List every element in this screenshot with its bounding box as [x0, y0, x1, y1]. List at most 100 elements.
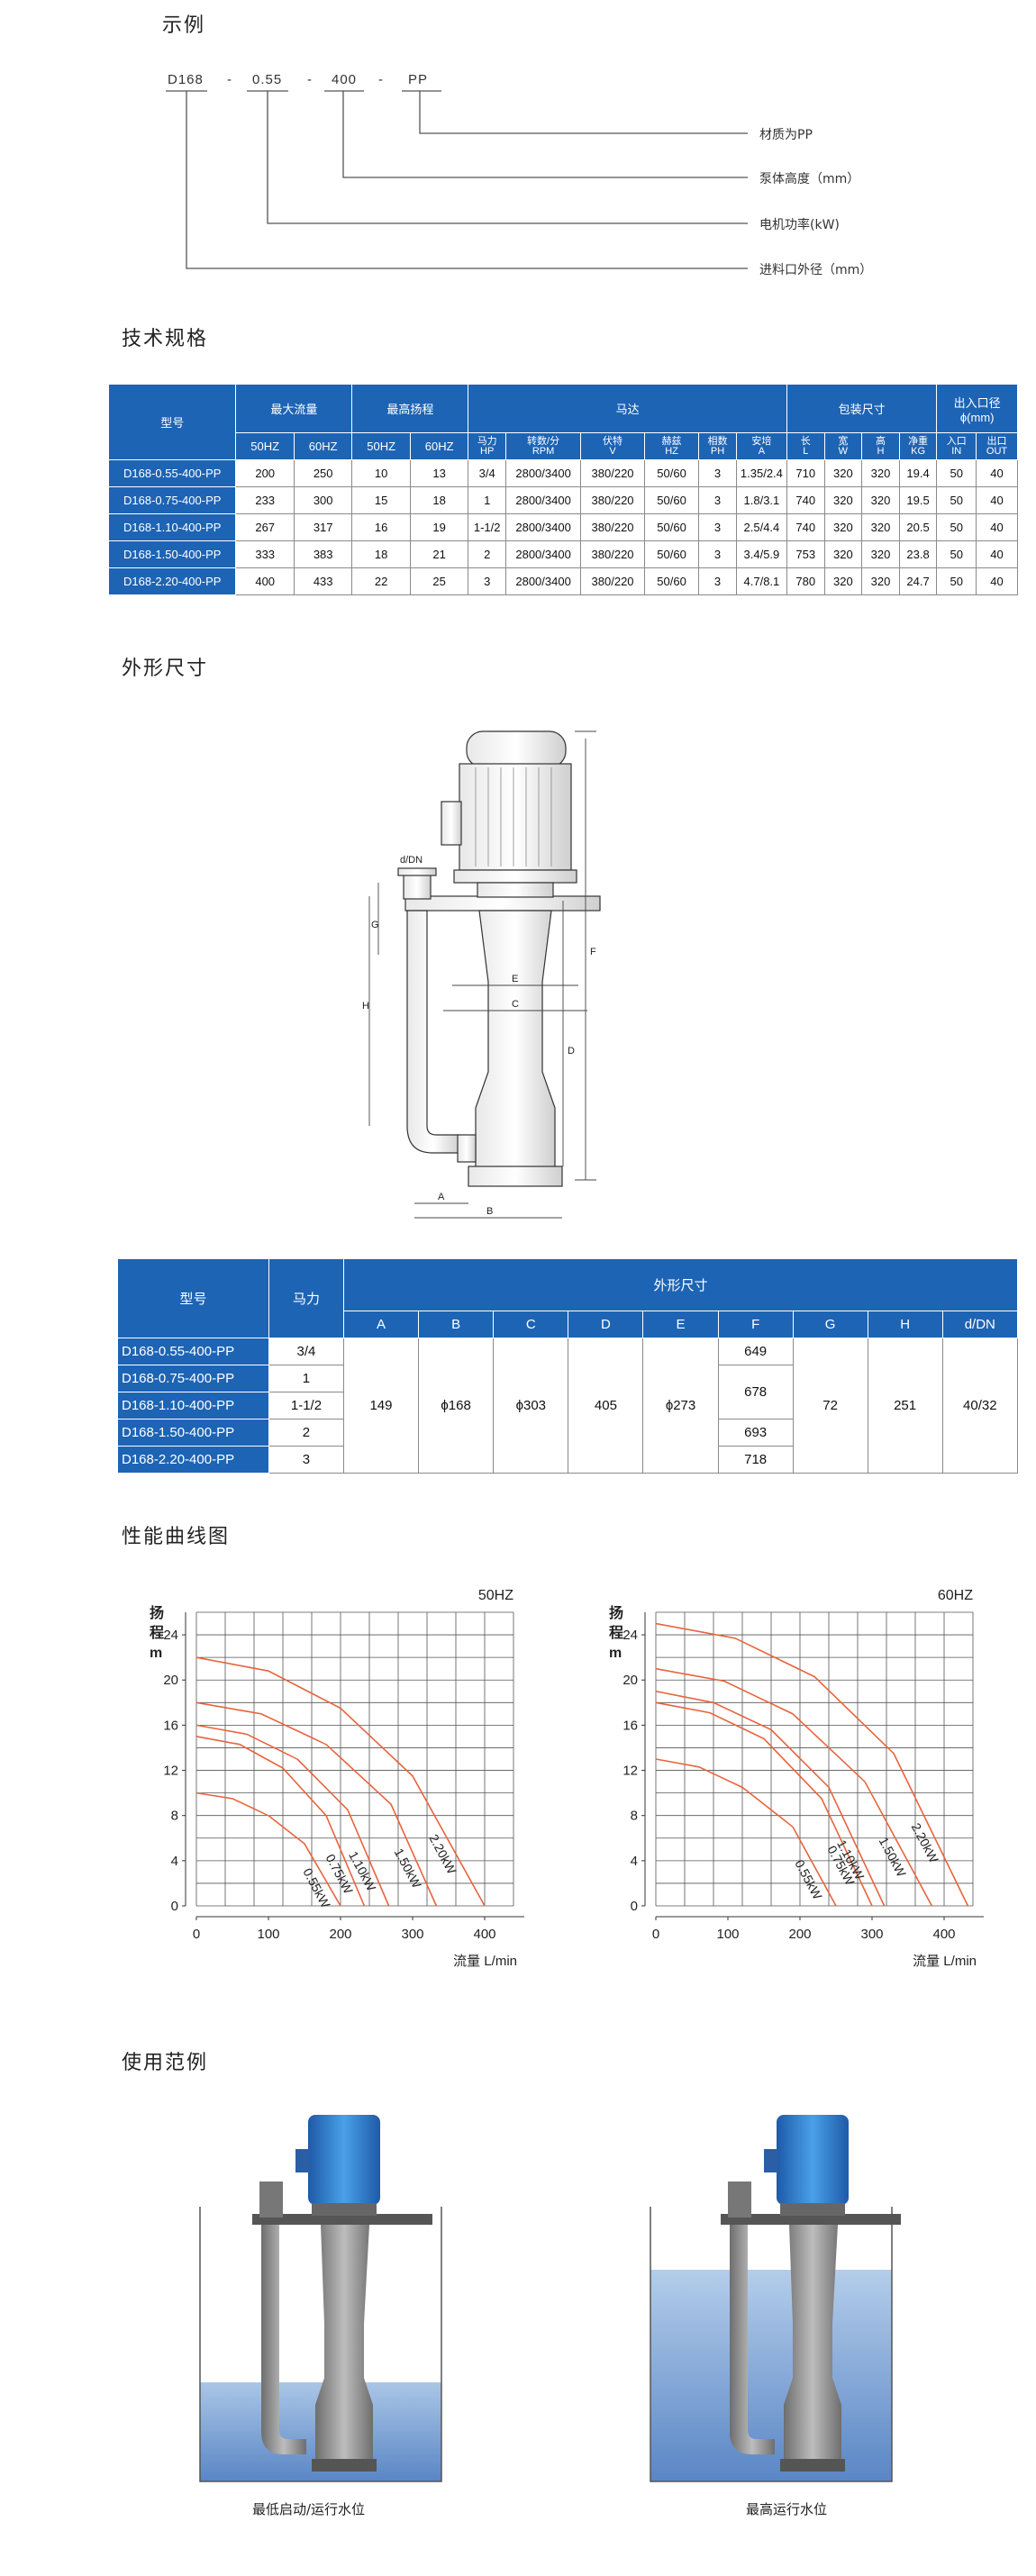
dim-col-e: E	[642, 1311, 719, 1338]
y-tick-label: 24	[623, 1628, 638, 1643]
x-tick-label: 200	[329, 1927, 351, 1942]
spec-cell: 380/220	[580, 513, 645, 541]
spec-cell: 3	[468, 567, 506, 595]
y-tick-label: 8	[171, 1809, 178, 1824]
dim-hp-cell: 1-1/2	[268, 1392, 344, 1420]
spec-cell: 19.5	[898, 486, 938, 514]
y-axis-label: 程	[150, 1625, 164, 1641]
header-head-50hz: 50HZ	[351, 432, 411, 460]
spec-cell: 50	[936, 486, 977, 514]
spec-cell: 380/220	[580, 459, 645, 487]
series-line-1.10kW	[655, 1690, 886, 1907]
chart-title: 50HZ	[478, 1588, 513, 1603]
y-tick-label: 16	[623, 1718, 638, 1733]
usage-title: 使用范例	[122, 2052, 209, 2074]
x-tick-label: 0	[652, 1927, 659, 1942]
x-tick-label: 400	[473, 1927, 495, 1942]
spec-cell: 333	[235, 540, 295, 568]
pump-foot	[468, 1166, 563, 1187]
terminal-box	[295, 2149, 310, 2172]
outlet-pipe	[730, 2225, 775, 2454]
dim-model-cell: D168-1.10-400-PP	[117, 1392, 269, 1420]
label-pump-height: 泵体高度（mm）	[759, 172, 860, 186]
x-tick-label: 100	[257, 1927, 279, 1942]
dimensions-title: 外形尺寸	[122, 658, 209, 680]
label-h: H	[362, 1001, 369, 1011]
x-tick-label: 0	[193, 1927, 200, 1942]
spec-cell: 2800/3400	[504, 513, 582, 541]
caption-max-level: 最高运行水位	[746, 2501, 828, 2517]
spec-cell: 20.5	[898, 513, 938, 541]
tank-outline	[650, 2207, 893, 2482]
spec-model-cell: D168-0.75-400-PP	[107, 486, 237, 514]
header-max-head: 最高扬程	[351, 384, 469, 433]
spec-cell: 233	[235, 486, 295, 514]
motor-flange	[453, 869, 577, 884]
series-line-2.20kW	[655, 1622, 969, 1907]
spec-cell: 3.4/5.9	[735, 540, 787, 568]
code-part-dash: -	[307, 72, 313, 87]
spec-cell: 433	[293, 567, 353, 595]
dim-col-a: A	[342, 1311, 420, 1338]
spec-cell: 320	[823, 567, 863, 595]
spec-cell: 200	[235, 459, 295, 487]
label-d: D	[568, 1046, 575, 1057]
motor-body	[459, 763, 572, 871]
outlet-pipe-top	[403, 871, 432, 900]
x-axis-label: 流量 L/min	[453, 1954, 517, 1969]
dimension-drawing: d/DN G H E C D F A B	[362, 730, 601, 1219]
usage-illustration-high	[650, 2115, 901, 2482]
outlet-pipe	[406, 910, 460, 1154]
x-tick-label: 300	[860, 1927, 883, 1942]
dim-col-b: B	[418, 1311, 495, 1338]
spec-cell: 50	[936, 540, 977, 568]
label-inlet-diameter: 进料口外径（mm）	[759, 263, 873, 277]
y-tick-label: 20	[623, 1673, 638, 1688]
spec-cell: 19	[409, 513, 469, 541]
spec-cell: 2800/3400	[504, 540, 582, 568]
series-line-1.10kW	[195, 1724, 390, 1907]
dim-a-value: 149	[342, 1338, 420, 1474]
dim-model-cell: D168-1.50-400-PP	[117, 1419, 269, 1447]
header-flow-60hz: 60HZ	[293, 432, 353, 460]
y-tick-label: 12	[163, 1764, 178, 1779]
dim-header-hp: 马力	[268, 1258, 344, 1338]
spec-cell: 50/60	[643, 486, 700, 514]
header-packing: 包装尺寸	[786, 384, 938, 433]
spec-cell: 50/60	[643, 459, 700, 487]
spec-cell: 780	[786, 567, 825, 595]
y-tick-label: 0	[631, 1899, 638, 1914]
dim-header-group: 外形尺寸	[342, 1258, 1019, 1311]
spec-cell: 2800/3400	[504, 567, 582, 595]
specs-title: 技术规格	[122, 328, 209, 350]
header-port: 出入口径 ϕ(mm)	[936, 384, 1018, 433]
y-axis-label: m	[609, 1646, 622, 1661]
label-a: A	[438, 1192, 445, 1202]
header-port-unit: ϕ(mm)	[959, 410, 995, 424]
spec-cell: 10	[351, 459, 411, 487]
series-label: 0.55kW	[300, 1865, 333, 1910]
spec-cell: 18	[351, 540, 411, 568]
pump-neck	[477, 882, 554, 898]
dim-f-value: 718	[717, 1446, 794, 1474]
series-label: 1.50kW	[877, 1835, 910, 1880]
label-b: B	[486, 1206, 493, 1217]
outlet-pipe-top	[728, 2181, 751, 2218]
label-f: F	[590, 947, 596, 957]
tank-outline	[199, 2207, 442, 2482]
spec-cell: 380/220	[580, 567, 645, 595]
spec-cell: 320	[823, 459, 863, 487]
code-part-dash: -	[378, 72, 384, 87]
spec-cell: 1-1/2	[468, 513, 506, 541]
dim-g-value: 72	[792, 1338, 868, 1474]
spec-cell: 40	[976, 513, 1018, 541]
motor-cap	[466, 730, 567, 768]
y-axis-label: 扬	[150, 1604, 164, 1621]
